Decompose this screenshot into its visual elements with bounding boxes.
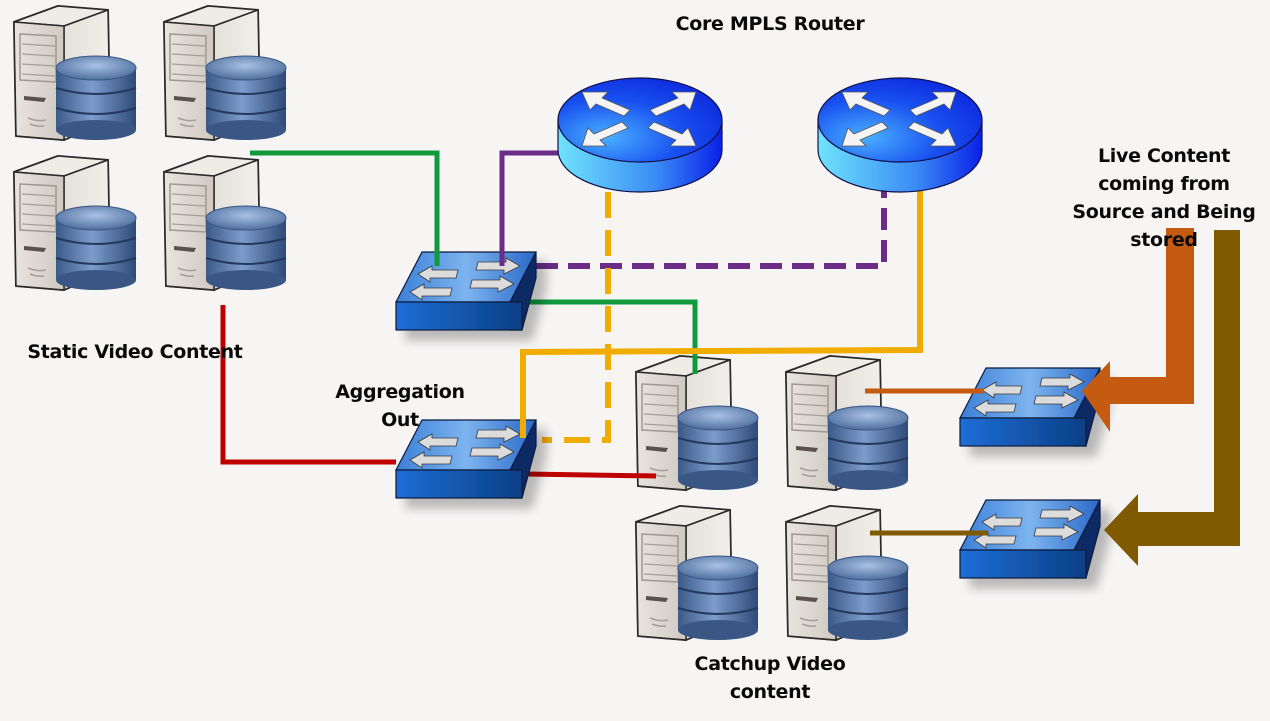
red-link-aggregation-to-catchup [525, 471, 657, 479]
aggregation-label: Aggregation Out [330, 378, 470, 434]
green-link-static-to-core-switch [250, 150, 440, 260]
yellow-link-router2-to-aggregation [520, 176, 923, 438]
core-switch [395, 251, 537, 331]
core-router-2 [817, 77, 983, 193]
catchup-server-3 [635, 505, 759, 641]
catchup-server-1 [635, 355, 759, 491]
aggregation-label-line1: Aggregation [335, 381, 465, 403]
static-content-label: Static Video Content [27, 341, 243, 363]
catchup-label-line1: Catchup Video [694, 653, 846, 675]
red-link-static-to-aggregation [220, 305, 396, 465]
catchup-label-line2: content [729, 681, 811, 703]
live-label-line2: coming from [1098, 173, 1230, 195]
live-label-line1: Live Content [1097, 145, 1230, 167]
purple-dashed-link-core-switch-to-router2 [536, 184, 887, 269]
core-router-1 [557, 77, 723, 193]
purple-link-router1-to-core-switch [499, 150, 582, 266]
static-server-2 [163, 5, 287, 141]
static-server-3 [13, 155, 137, 291]
yellow-dashed-link-router1-to-aggregation [542, 192, 611, 443]
live-content-label: Live Content coming from Source and Bein… [1068, 142, 1260, 254]
brown-live-feed-arrow [1104, 230, 1240, 566]
catchup-content-label: Catchup Video content [680, 650, 860, 706]
live-switch-1 [959, 367, 1101, 447]
catchup-server-2 [785, 355, 909, 491]
live-label-line4: stored [1130, 229, 1198, 251]
aggregation-label-line2: Out [381, 409, 419, 431]
catchup-server-4 [785, 505, 909, 641]
live-label-line3: Source and Being [1072, 201, 1256, 223]
live-switch-2 [959, 499, 1101, 579]
orange-live-feed-arrow [1082, 228, 1194, 432]
core-router-label: Core MPLS Router [675, 13, 865, 35]
static-server-4 [163, 155, 287, 291]
static-server-1 [13, 5, 137, 141]
